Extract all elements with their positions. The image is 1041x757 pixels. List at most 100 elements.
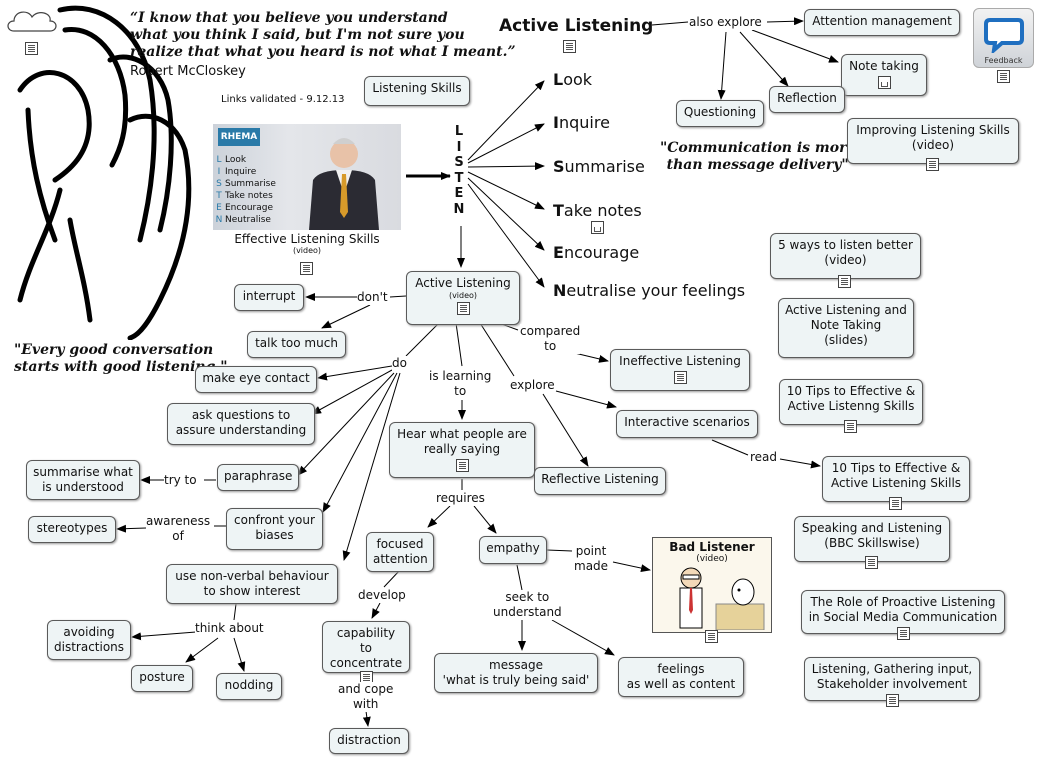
link-label-also-explore: also explore (689, 15, 762, 30)
node-listening-skills[interactable]: Listening Skills (364, 76, 470, 106)
node-attention-management[interactable]: Attention management (804, 9, 960, 36)
link-arrow (467, 177, 545, 251)
listen-word-look: Look (553, 70, 592, 89)
node-label: Note Taking (810, 318, 882, 332)
document-icon[interactable] (897, 627, 910, 640)
bad-listener-cartoon[interactable]: Bad Listener (video) (652, 537, 772, 633)
link-arrow (551, 619, 615, 656)
document-icon[interactable] (886, 694, 899, 707)
node-label: Active Listening Skills (830, 476, 962, 490)
node-label: Listening, Gathering input, (811, 662, 973, 676)
node-paraphrase[interactable]: paraphrase (217, 464, 299, 491)
menu-word: Take notes (225, 191, 273, 201)
document-icon[interactable] (838, 275, 851, 288)
node-gathering-input[interactable]: Listening, Gathering input,Stakeholder i… (804, 657, 980, 701)
node-reflection[interactable]: Reflection (769, 86, 845, 113)
menu-word: Encourage (225, 203, 274, 213)
document-icon[interactable] (926, 158, 939, 171)
link-label-develop: develop (358, 588, 406, 603)
document-icon[interactable] (455, 459, 469, 472)
node-empathy[interactable]: empathy (479, 536, 547, 564)
node-ten-tips-b[interactable]: 10 Tips to Effective &Active Listening S… (822, 456, 970, 502)
node-nodding[interactable]: nodding (216, 673, 282, 700)
node-improving-listening-video[interactable]: Improving Listening Skills(video) (847, 118, 1019, 164)
document-icon[interactable] (889, 497, 902, 510)
listen-letter: T (454, 170, 464, 186)
document-icon[interactable] (705, 630, 718, 643)
quote-good-conversation: "Every good conversation starts with goo… (14, 342, 228, 376)
video-caption-sub: (video) (292, 246, 322, 255)
document-icon[interactable] (300, 262, 313, 275)
feedback-button[interactable]: Feedback (973, 8, 1034, 68)
listen-word-take-notes: Take notes (553, 201, 642, 220)
node-make-eye-contact[interactable]: make eye contact (195, 366, 317, 393)
cartoon-subtitle: (video) (696, 554, 728, 564)
document-icon[interactable] (673, 371, 687, 384)
node-label: in Social Media Communication (808, 610, 998, 624)
node-note-taking[interactable]: Note taking (841, 54, 927, 96)
document-icon[interactable] (456, 302, 470, 315)
document-icon[interactable] (997, 70, 1010, 83)
initial: E (553, 243, 564, 262)
quote-author: Robert McCloskey (130, 64, 246, 79)
menu-word: Inquire (225, 167, 257, 177)
node-interactive-scenarios[interactable]: Interactive scenarios (616, 410, 758, 438)
document-icon[interactable] (865, 556, 878, 569)
node-label: Reflection (777, 91, 837, 105)
node-label: Active Listening (415, 276, 511, 290)
node-label: Speaking and Listening (801, 521, 943, 535)
link-arrow (467, 171, 545, 210)
node-label: (video) (911, 138, 955, 152)
document-icon[interactable] (359, 671, 373, 684)
quote-line: "Communication is more (660, 140, 856, 156)
node-five-ways[interactable]: 5 ways to listen better(video) (770, 233, 921, 279)
rest: ake notes (563, 201, 642, 220)
link-arrow (473, 505, 497, 534)
node-reflective-listening[interactable]: Reflective Listening (534, 467, 666, 495)
node-label: stereotypes (36, 521, 108, 535)
node-posture[interactable]: posture (131, 665, 193, 692)
node-active-listening-video[interactable]: Active Listening (video) (406, 271, 520, 325)
link-arrow (427, 505, 451, 528)
node-ineffective-listening[interactable]: Ineffective Listening (610, 349, 750, 391)
speech-bubble-icon (984, 18, 1024, 53)
quote-line: what you think I said, but I'm not sure … (130, 27, 465, 43)
node-stereotypes[interactable]: stereotypes (28, 516, 116, 543)
node-message[interactable]: message'what is truly being said' (434, 653, 598, 693)
node-label: as well as content (626, 677, 736, 691)
node-label: empathy (486, 541, 540, 555)
node-distraction[interactable]: distraction (329, 728, 409, 754)
node-label: Active Listenng Skills (787, 399, 915, 413)
label-line: compared (520, 324, 581, 338)
node-questioning[interactable]: Questioning (676, 100, 764, 127)
initial: S (553, 157, 565, 176)
node-ten-tips-a[interactable]: 10 Tips to Effective &Active Listenng Sk… (779, 379, 923, 425)
node-label: Note taking (849, 59, 919, 73)
node-label: to show interest (203, 584, 301, 598)
document-icon[interactable] (25, 42, 38, 55)
concept-map-icon[interactable] (877, 76, 891, 89)
node-interrupt[interactable]: interrupt (234, 284, 304, 311)
document-icon[interactable] (563, 40, 576, 53)
listen-letter: L (454, 124, 464, 139)
menu-word: Neutralise (225, 215, 271, 225)
concept-map-icon[interactable] (591, 221, 604, 234)
ear-hand-illustration (17, 5, 192, 340)
link-arrow (311, 369, 393, 415)
node-label: Questioning (683, 105, 757, 119)
document-icon[interactable] (844, 420, 857, 433)
node-talk-too-much[interactable]: talk too much (247, 331, 346, 358)
